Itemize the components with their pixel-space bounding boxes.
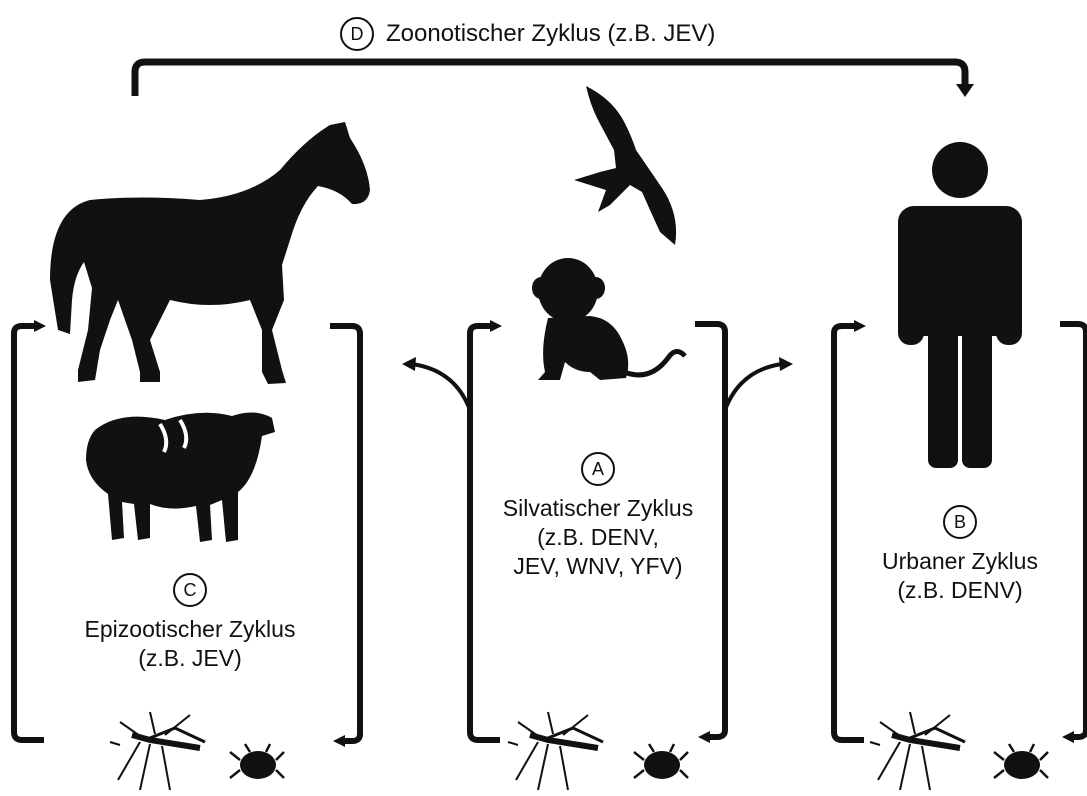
badge-d: D xyxy=(340,17,374,51)
zoonotic-arrowhead xyxy=(956,84,974,97)
sylvatic-cycle-example-1: (z.B. DENV, xyxy=(448,523,748,552)
human-icon xyxy=(898,142,1022,468)
urban-cycle-label: B Urbaner Zyklus (z.B. DENV) xyxy=(810,505,1087,605)
epizootic-arrowhead-top xyxy=(34,320,46,332)
sylvatic-arrowhead-bottom xyxy=(698,731,710,743)
mosquito-icon xyxy=(508,712,603,790)
badge-a: A xyxy=(581,452,615,486)
zoonotic-cycle-title: Zoonotischer Zyklus (z.B. JEV) xyxy=(386,20,715,48)
badge-b: B xyxy=(943,505,977,539)
epizootic-arrowhead-bottom xyxy=(333,735,345,747)
mosquito-icon xyxy=(110,712,205,790)
tick-icon xyxy=(994,744,1048,779)
urban-arrowhead-top xyxy=(854,320,866,332)
vector-group-right xyxy=(870,712,1048,790)
urban-cycle-example: (z.B. DENV) xyxy=(810,576,1087,605)
spillover-arrowhead-left xyxy=(402,357,416,371)
epizootic-cycle-label: C Epizootischer Zyklus (z.B. JEV) xyxy=(40,573,340,673)
horse-icon xyxy=(50,122,370,384)
mosquito-icon xyxy=(870,712,965,790)
epizootic-cycle-example: (z.B. JEV) xyxy=(40,644,340,673)
sylvatic-cycle-label: A Silvatischer Zyklus (z.B. DENV, JEV, W… xyxy=(448,452,748,581)
sheep-icon xyxy=(86,412,275,542)
vector-group-middle xyxy=(508,712,688,790)
tick-icon xyxy=(634,744,688,779)
urban-arrowhead-bottom xyxy=(1062,731,1074,743)
sylvatic-arrowhead-top xyxy=(490,320,502,332)
sylvatic-cycle-title: Silvatischer Zyklus xyxy=(448,494,748,523)
monkey-icon xyxy=(532,258,685,380)
urban-cycle-title: Urbaner Zyklus xyxy=(810,547,1087,576)
bird-of-prey-icon xyxy=(574,86,676,245)
tick-icon xyxy=(230,744,284,779)
spillover-arrowhead-right xyxy=(779,357,793,371)
zoonotic-cycle-arrow xyxy=(135,62,965,96)
badge-c: C xyxy=(173,573,207,607)
epizootic-cycle-brackets xyxy=(14,326,360,741)
zoonotic-cycle-label: D Zoonotischer Zyklus (z.B. JEV) xyxy=(340,15,800,53)
spillover-arrow-right xyxy=(725,364,782,410)
vector-group-left xyxy=(110,712,284,790)
epizootic-cycle-title: Epizootischer Zyklus xyxy=(40,615,340,644)
spillover-arrow-left xyxy=(412,364,470,410)
sylvatic-cycle-example-2: JEV, WNV, YFV) xyxy=(448,552,748,581)
